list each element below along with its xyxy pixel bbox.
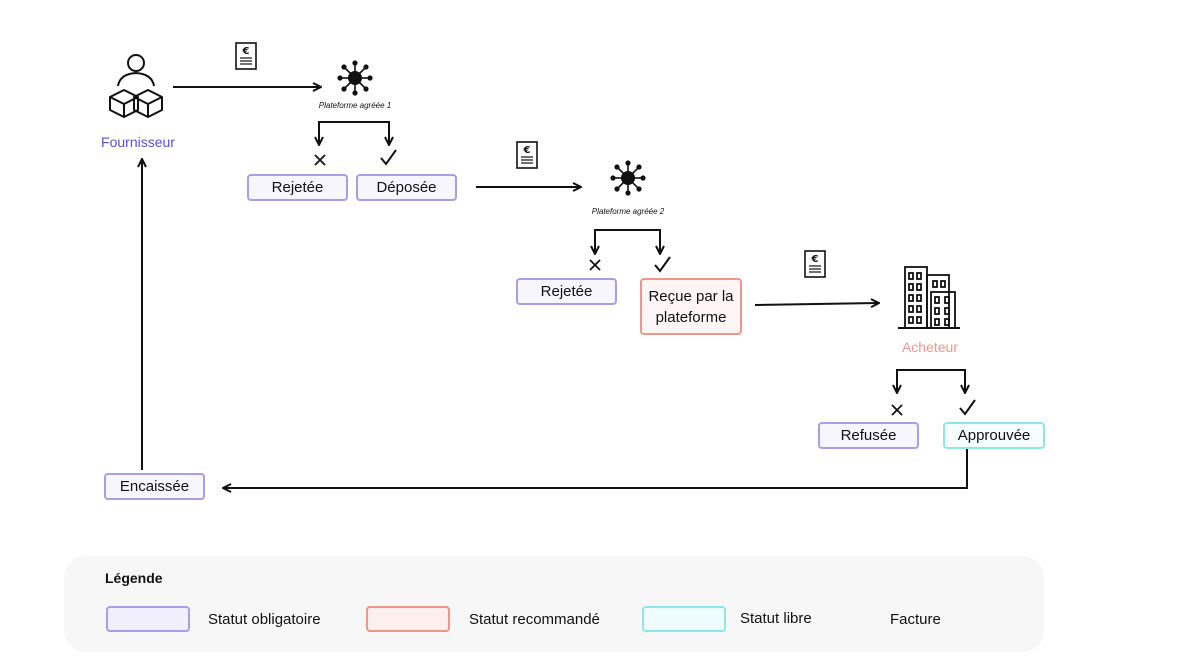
arrow-to-buyer	[754, 303, 878, 305]
branch-platform1	[318, 121, 389, 144]
branch-platform2	[594, 229, 660, 253]
legend-title: Légende	[105, 570, 163, 586]
cross-icon	[589, 259, 601, 271]
branch-buyer	[896, 369, 965, 392]
status-rejected-1: Rejetée	[247, 174, 348, 201]
buyer-label: Acheteur	[901, 339, 959, 355]
cross-icon	[314, 154, 326, 166]
legend-label-free: Statut libre	[740, 610, 812, 627]
network-hub-icon	[609, 159, 647, 197]
checkmark-icon	[654, 256, 671, 272]
legend: Légende Statut obligatoire Statut recomm…	[64, 556, 1044, 652]
status-approved: Approuvée	[943, 422, 1045, 449]
legend-swatch-mandatory	[106, 606, 190, 632]
checkmark-icon	[380, 149, 397, 165]
cross-icon	[891, 404, 903, 416]
status-received: Reçue par la plateforme	[640, 278, 742, 335]
status-deposited: Déposée	[356, 174, 457, 201]
legend-swatch-recommended	[366, 606, 450, 632]
invoice-icon	[804, 250, 826, 278]
legend-swatch-free	[642, 606, 726, 632]
status-cashed: Encaissée	[104, 473, 205, 500]
legend-label-recommended: Statut recommandé	[469, 611, 600, 628]
supplier-label: Fournisseur	[101, 134, 175, 150]
status-refused: Refusée	[818, 422, 919, 449]
invoice-icon	[516, 141, 538, 169]
platform2-label: Plateforme agréée 2	[591, 207, 665, 216]
legend-label-invoice: Facture	[890, 611, 941, 628]
arrow-to-cashed	[224, 448, 968, 488]
platform1-label: Plateforme agréée 1	[318, 101, 392, 110]
legend-label-mandatory: Statut obligatoire	[208, 611, 321, 628]
checkmark-icon	[959, 399, 976, 415]
supplier-icon	[109, 54, 163, 118]
office-buildings-icon	[898, 266, 960, 329]
network-hub-icon	[336, 59, 374, 97]
invoice-icon	[235, 42, 257, 70]
status-rejected-2: Rejetée	[516, 278, 617, 305]
